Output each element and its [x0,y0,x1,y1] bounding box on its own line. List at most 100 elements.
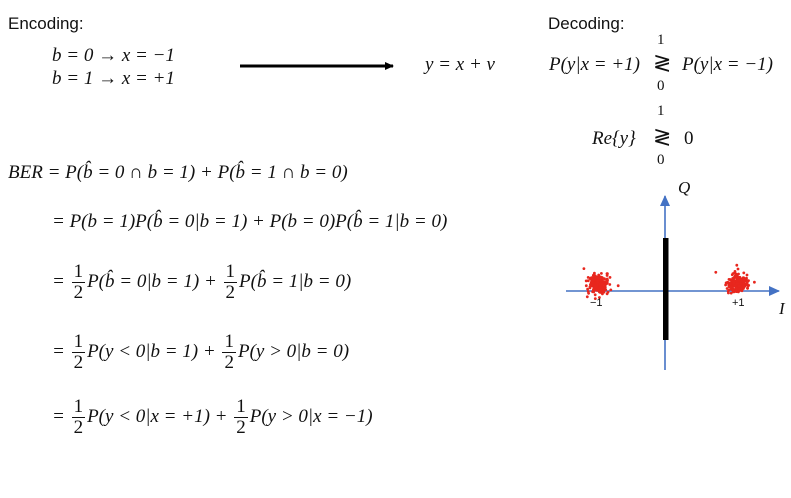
noise-sample-point [744,277,748,281]
noise-sample-point [606,290,610,294]
channel-equation: y = x + v [425,54,495,75]
equals-sign: = [52,270,65,292]
noise-sample-point [737,272,740,276]
rule1-right: P(y|x = −1) [682,54,773,75]
noise-sample-point [593,293,597,297]
fraction-numerator: 1 [71,261,86,283]
noise-sample-point [745,273,749,277]
ber-line-4-term-a: P(y < 0|b = 1) + [87,340,216,362]
noise-sample-point [608,283,612,286]
noise-sample-point [585,295,589,299]
noise-sample-point [582,267,586,270]
rule2-comparator: ≷ [653,124,672,149]
noise-sample-point [600,282,604,286]
noise-sample-point [747,284,751,287]
noise-sample-point [746,286,749,290]
noise-sample-point [727,285,731,288]
equals-sign: = [52,405,65,427]
noise-sample-point [730,285,733,289]
noise-sample-point [736,282,740,285]
noise-sample-point [598,286,602,289]
fraction-denominator: 2 [224,352,234,373]
noise-sample-point [601,289,605,293]
noise-sample-point [606,272,609,276]
noise-sample-point [739,278,743,282]
noise-sample-point [600,272,603,275]
rule1-left: P(y|x = +1) [549,54,640,75]
noise-sample-point [599,275,602,279]
ber-line-3-term-a: P(b̂ = 0|b = 1) + [87,270,217,292]
cluster-plus-one [714,263,756,295]
rule1-comparator: ≷ [653,50,672,75]
fraction-denominator: 2 [225,282,236,303]
minus-one-label: −1 [590,297,603,309]
noise-sample-point [586,276,590,279]
rule1-bottom-label: 0 [657,78,665,94]
noise-sample-point [598,296,601,299]
noise-sample-point [732,277,736,281]
rule2-left: Re{y} [592,128,636,149]
noise-sample-point [729,282,732,286]
equals-sign: = [52,340,65,362]
noise-sample-point [609,288,613,292]
noise-sample-point [742,284,746,288]
noise-sample-point [584,279,588,283]
i-axis-label: I [778,299,786,318]
noise-sample-point [593,286,596,289]
noise-sample-point [608,276,612,279]
noise-sample-point [740,288,744,291]
noise-sample-point [588,286,592,290]
noise-sample-point [596,279,600,282]
noise-sample-point [731,272,735,275]
noise-sample-point [728,278,732,281]
noise-sample-point [742,271,746,275]
fraction-denominator: 2 [236,417,246,438]
noise-sample-point [604,288,608,292]
rule2-top-label: 1 [657,103,665,119]
noise-sample-point [736,267,740,271]
noise-sample-point [714,270,718,274]
fraction-numerator: 1 [234,396,248,418]
fraction-denominator: 2 [73,417,84,438]
rule1-top-label: 1 [657,32,665,48]
noise-sample-point [753,280,756,284]
plus-one-label: +1 [732,297,745,309]
noise-sample-point [603,277,606,281]
rule2-bottom-label: 0 [657,152,665,168]
noise-sample-point [735,287,738,290]
ber-line-5-term-a: P(y < 0|x = +1) + [87,405,228,427]
noise-sample-point [729,287,732,291]
noise-sample-point [593,297,597,300]
noise-sample-point [733,284,737,288]
fraction-numerator: 1 [71,331,86,353]
noise-sample-point [731,288,735,292]
noise-sample-point [738,287,741,290]
fraction-denominator: 2 [73,352,84,373]
ber-line-1: BER = P(b̂ = 0 ∩ b = 1) + P(b̂ = 1 ∩ b =… [8,162,348,183]
noise-sample-point [592,273,596,277]
ber-line-5-term-b: P(y > 0|x = −1) [249,405,373,427]
noise-sample-point [598,290,601,294]
encoding-title: Encoding: [8,14,84,33]
cluster-minus-one [582,267,620,300]
fraction-denominator: 2 [73,282,84,303]
noise-sample-point [606,278,609,282]
noise-sample-point [737,279,741,282]
ber-line-4-term-b: P(y > 0|b = 0) [237,340,350,362]
noise-sample-point [590,276,593,280]
noise-sample-point [735,263,739,267]
decoding-title: Decoding: [548,14,625,33]
decision-boundary [663,238,669,340]
fraction-numerator: 1 [223,261,238,283]
noise-sample-point [584,284,588,288]
noise-sample-point [599,288,603,292]
fraction-numerator: 1 [71,396,86,418]
noise-sample-point [591,281,594,284]
